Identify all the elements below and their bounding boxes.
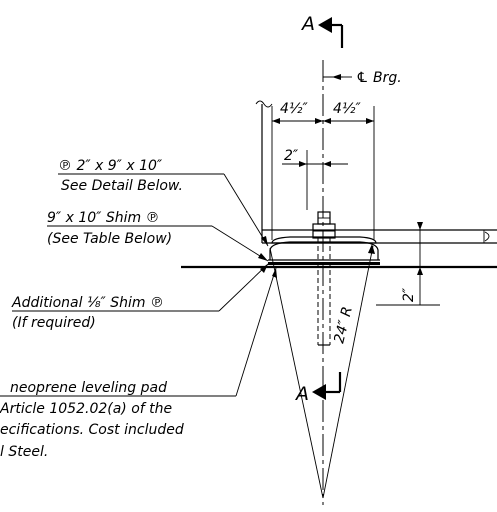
pad-label-3: ecifications. Cost included [0, 422, 184, 438]
dim-radius: 24″ R [331, 305, 356, 345]
centerline-label: ℄ Brg. [356, 70, 402, 86]
dim-right-half: 4½″ [333, 101, 361, 117]
callout-additional-shim: Additional ⅛″ Shim ℗ (If required) [11, 263, 269, 331]
section-arrow-top-icon [318, 17, 332, 33]
dim-right-vertical: 2″ [401, 287, 417, 302]
section-marker-top: A [300, 13, 344, 48]
shim-plate-label-1: 9″ x 10″ Shim ℗ [47, 210, 160, 226]
additional-shim-label-2: (If required) [12, 315, 96, 331]
section-letter-top: A [300, 13, 315, 35]
shim-plate-label-2: (See Table Below) [47, 231, 172, 247]
bearing-plate [269, 236, 379, 260]
bearing-plate-label-2: See Detail Below. [61, 178, 183, 194]
section-arrow-bottom-icon [312, 384, 326, 400]
pad-label-4: l Steel. [0, 444, 48, 460]
pad-label-1: neoprene leveling pad [10, 380, 167, 396]
additional-shim-label-1: Additional ⅛″ Shim ℗ [11, 295, 164, 311]
dimension-bolt-offset: 2″ [282, 148, 348, 210]
anchor-bolt [312, 211, 336, 346]
bearing-plate-label-1: ℗ 2″ x 9″ x 10″ [58, 158, 163, 174]
dimension-right-vertical: 2″ [376, 222, 440, 306]
pad-label-2: Article 1052.02(a) of the [0, 401, 172, 417]
girder-outline [261, 104, 497, 244]
centerline-callout: ℄ Brg. [323, 70, 402, 86]
dim-left-half: 4½″ [280, 101, 308, 117]
dimension-half-widths: 4½″ 4½″ [255, 100, 375, 240]
dim-bolt-offset: 2″ [284, 148, 299, 164]
section-letter-bottom: A [294, 383, 309, 405]
callout-leveling-pad: neoprene leveling pad Article 1052.02(a)… [0, 267, 277, 460]
callout-bearing-plate: ℗ 2″ x 9″ x 10″ See Detail Below. [58, 158, 269, 247]
section-marker-bottom: A [294, 372, 342, 405]
callout-shim-plate: 9″ x 10″ Shim ℗ (See Table Below) [47, 210, 269, 262]
